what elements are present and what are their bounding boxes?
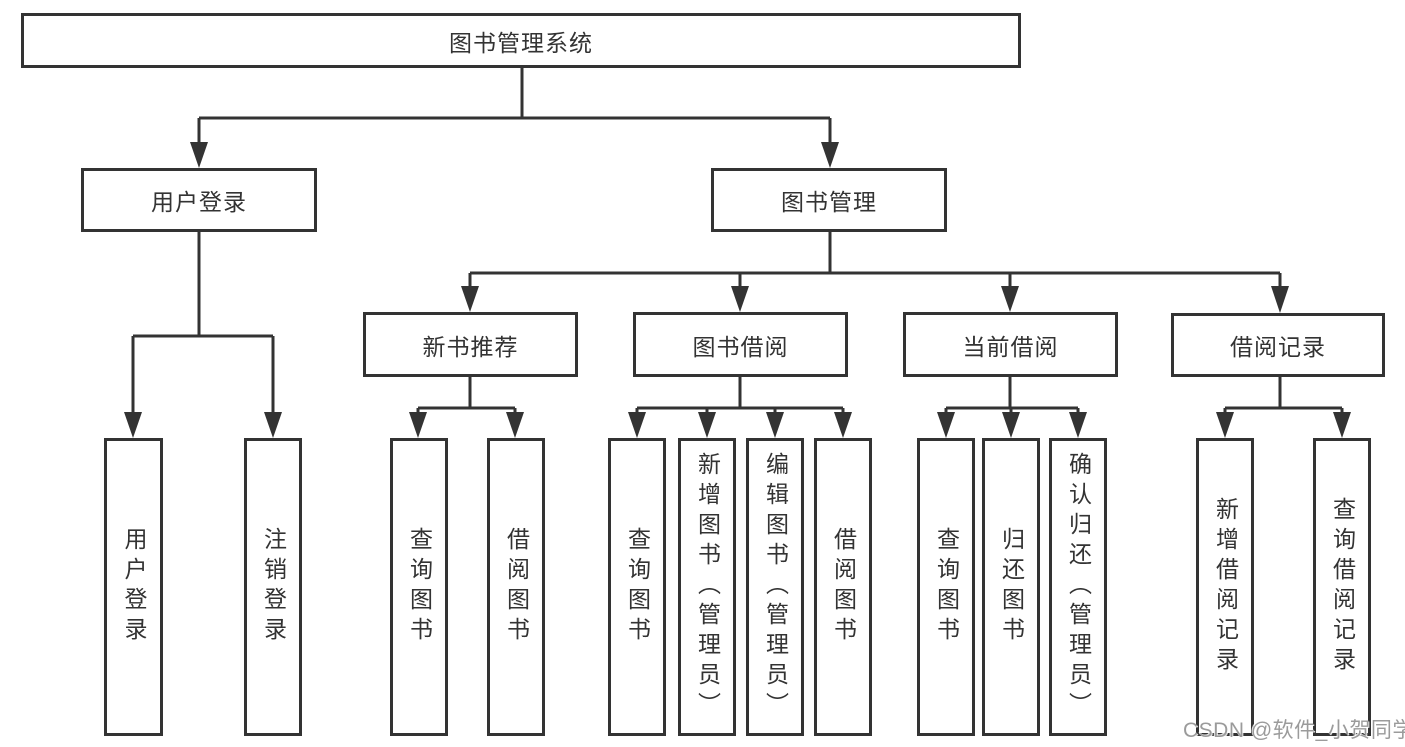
node-user-login: 用户登录 [81, 168, 317, 232]
connector-current-borrow [937, 377, 1087, 438]
leaf-borrow-books-recommend: 借阅图书 [487, 438, 545, 736]
leaf-query-borrow-record: 查询借阅记录 [1313, 438, 1371, 736]
node-root-book-management-system: 图书管理系统 [21, 13, 1021, 68]
connector-borrow-records [1216, 377, 1351, 438]
connector-user-login [124, 232, 282, 438]
node-book-management: 图书管理 [711, 168, 947, 232]
csdn-watermark: CSDN @软件_小贺同学 [1183, 719, 1405, 742]
node-borrow-records: 借阅记录 [1171, 313, 1385, 377]
connector-root [190, 68, 839, 168]
leaf-query-books-recommend: 查询图书 [390, 438, 448, 736]
node-book-borrow: 图书借阅 [633, 312, 848, 377]
leaf-logout: 注销登录 [244, 438, 302, 736]
connector-book-management [461, 232, 1289, 313]
connector-new-books [409, 377, 524, 438]
leaf-return-books: 归还图书 [982, 438, 1040, 736]
leaf-borrow-books: 借阅图书 [814, 438, 872, 736]
leaf-add-books-admin: 新增图书（管理员） [678, 438, 736, 736]
leaf-confirm-return-admin: 确认归还（管理员） [1049, 438, 1107, 736]
node-new-book-recommend: 新书推荐 [363, 312, 578, 377]
leaf-query-books-current: 查询图书 [917, 438, 975, 736]
leaf-query-books-borrow: 查询图书 [608, 438, 666, 736]
connector-book-borrow [628, 377, 852, 438]
leaf-add-borrow-record: 新增借阅记录 [1196, 438, 1254, 736]
leaf-user-login: 用户登录 [104, 438, 163, 736]
leaf-edit-books-admin: 编辑图书（管理员） [746, 438, 804, 736]
node-current-borrow: 当前借阅 [903, 312, 1118, 377]
